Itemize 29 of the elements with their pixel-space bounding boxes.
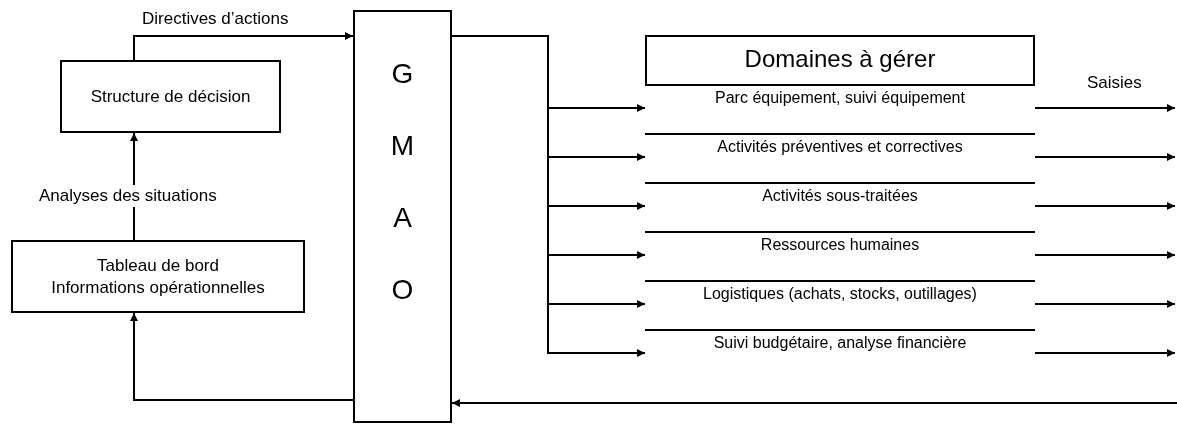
process-box bbox=[11, 240, 305, 313]
arrow bbox=[1034, 300, 1176, 308]
box-text: Suivi budgétaire, analyse financière bbox=[713, 333, 967, 353]
box-text: Parc équipement, suivi équipement bbox=[715, 88, 965, 108]
edge-label: Analyses des situations bbox=[37, 185, 219, 207]
box-text: Activités préventives et correctives bbox=[717, 137, 963, 157]
arrow bbox=[133, 32, 354, 61]
arrow bbox=[1034, 153, 1176, 161]
letter: M bbox=[390, 129, 415, 162]
box-text: Structure de décision bbox=[90, 85, 251, 108]
box-text: Ressources humaines bbox=[760, 235, 920, 255]
box-text: Activités sous-traitées bbox=[762, 186, 918, 206]
letter: A bbox=[393, 201, 412, 234]
arrow bbox=[1034, 202, 1176, 210]
arrow bbox=[130, 312, 354, 401]
arrow bbox=[451, 399, 1177, 407]
system-box bbox=[353, 10, 452, 423]
process-box bbox=[60, 60, 281, 133]
arrow bbox=[1034, 251, 1176, 259]
edge-label: Directives d’actions bbox=[141, 8, 290, 30]
edge-label: Saisies bbox=[1086, 72, 1143, 94]
box-text: Logistiques (achats, stocks, outillages) bbox=[703, 284, 977, 304]
box-text: Informations opérationnelles bbox=[51, 276, 265, 299]
letter: O bbox=[391, 273, 414, 306]
arrow bbox=[1034, 104, 1176, 112]
box-text: Tableau de bord bbox=[97, 254, 219, 277]
arrow bbox=[1034, 349, 1176, 357]
letter: G bbox=[391, 57, 414, 90]
table-heading: Domaines à gérer bbox=[743, 44, 937, 74]
